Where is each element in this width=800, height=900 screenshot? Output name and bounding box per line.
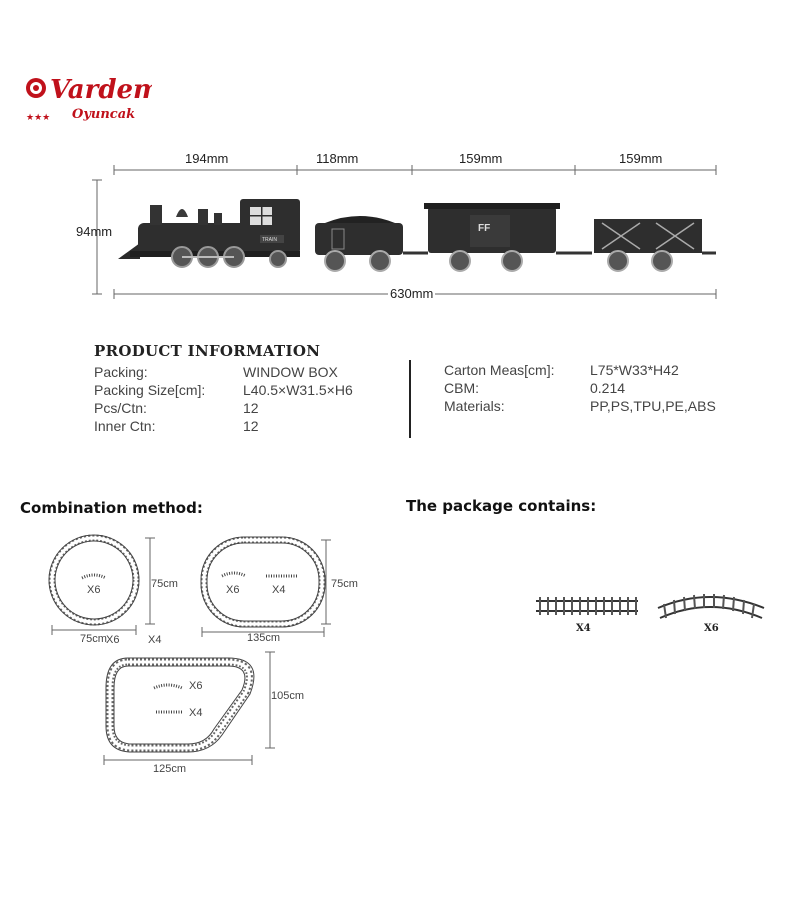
layout-large-width: 125cm <box>153 763 187 775</box>
combination-title: Combination method: <box>20 499 203 517</box>
dim-boxcar: 159mm <box>459 151 503 166</box>
layout-oval-diagram <box>200 536 331 637</box>
info-value: 12 <box>243 400 259 416</box>
info-value: WINDOW BOX <box>243 364 338 380</box>
track-pieces <box>536 594 765 619</box>
layout-oval-height: 75cm <box>331 578 358 590</box>
logo-stars: ★★★ <box>26 112 50 122</box>
info-divider <box>409 360 411 438</box>
locomotive: TRAIN <box>118 199 300 268</box>
info-value: PP,PS,TPU,PE,ABS <box>590 398 716 414</box>
info-label: Materials: <box>444 398 505 414</box>
info-label: Pcs/Ctn: <box>94 400 147 416</box>
info-label: Carton Meas[cm]: <box>444 362 555 378</box>
layout-circle-note-a: X6 <box>106 634 120 646</box>
logo-subtext: Oyuncak <box>72 107 135 122</box>
layout-large-curve-count: X6 <box>189 680 203 692</box>
layout-oval-curve-count: X6 <box>226 584 240 596</box>
layout-large-straight-count: X4 <box>189 707 203 719</box>
layout-circle-count: X6 <box>87 584 101 596</box>
svg-text:TRAIN: TRAIN <box>262 237 277 243</box>
dim-height: 94mm <box>76 224 113 239</box>
train-illustration: TRAIN FF <box>110 195 720 275</box>
boxcar: FF <box>424 203 592 272</box>
layout-oval-straight-count: X4 <box>272 584 286 596</box>
flatcar <box>594 219 716 272</box>
layout-circle-height: 75cm <box>151 578 178 590</box>
layout-large-diagram <box>103 651 275 765</box>
brand-logo: Vardem Oyuncak ★★★ <box>22 68 161 128</box>
svg-text:FF: FF <box>478 223 490 234</box>
info-value: L40.5×W31.5×H6 <box>243 382 353 398</box>
straight-track-icon <box>536 597 638 615</box>
info-value: 0.214 <box>590 380 626 396</box>
tender <box>315 216 428 272</box>
package-title: The package contains: <box>406 497 597 515</box>
dim-total: 630mm <box>388 286 436 301</box>
info-value: 12 <box>243 418 259 434</box>
layout-large-height: 105cm <box>271 690 305 702</box>
product-info-title: PRODUCT INFORMATION <box>94 342 321 360</box>
dim-tender: 118mm <box>316 151 359 166</box>
layout-circle-note-b: X4 <box>148 634 162 646</box>
info-label: Inner Ctn: <box>94 418 156 434</box>
dim-locomotive: 194mm <box>185 151 229 166</box>
curved-track-icon <box>657 594 765 619</box>
package-straight-count: X4 <box>576 623 591 634</box>
info-label: Packing: <box>94 364 148 380</box>
package-curve-count: X6 <box>704 623 719 634</box>
info-label: CBM: <box>444 380 479 396</box>
layout-circle-diagram <box>48 534 155 635</box>
dim-flatcar: 159mm <box>619 151 663 166</box>
layout-oval-width: 135cm <box>247 632 281 644</box>
info-label: Packing Size[cm]: <box>94 382 206 398</box>
logo-text: Vardem <box>50 75 152 105</box>
info-value: L75*W33*H42 <box>590 362 679 378</box>
layout-circle-width: 75cm <box>80 633 107 645</box>
